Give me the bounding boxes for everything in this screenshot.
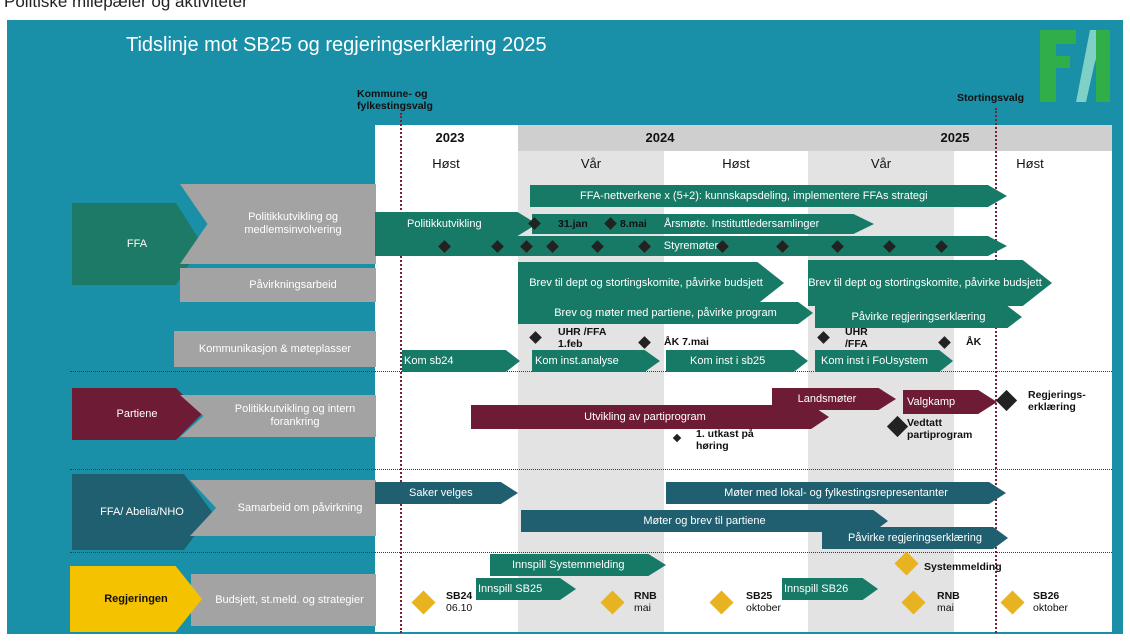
arrow-moter-partiene: Møter og brev til partiene: [521, 510, 888, 532]
year-band-2025: [808, 125, 1112, 151]
arrow-brev-budsjett-2024: Brev til dept og stortingskomite, påvirk…: [518, 262, 784, 304]
note-ak: ÅK: [966, 336, 982, 348]
row-sublabel-samarbeid: Samarbeid om påvirkning: [190, 480, 376, 536]
season-host-2025: Høst: [1016, 156, 1044, 171]
arrow-aarsmote: Årsmøte. Instituttledersamlinger: [532, 214, 874, 234]
arrow-innspill-systemmelding: Innspill Systemmelding: [490, 554, 666, 576]
column-var-2024: [518, 125, 664, 632]
arrow-innspill-sb25: Innspill SB25: [476, 578, 576, 600]
arrow-moter-lokal: Møter med lokal- og fylkestingsrepresent…: [666, 482, 1006, 504]
note-vedtatt: Vedtatt partiprogram: [907, 417, 973, 441]
row-sublabel-pavirkning: Påvirkningsarbeid: [180, 268, 376, 302]
note-uhr-ffa: UHR /FFA: [845, 326, 868, 350]
arrow-saker-velges: Saker velges: [375, 482, 518, 504]
row-label-regjeringen: Regjeringen: [70, 566, 202, 632]
row-sublabel-regjeringen: Budsjett, st.meld. og strategier: [191, 574, 376, 626]
arrow-kom-sb24: Kom sb24: [402, 350, 520, 372]
arrow-styremoter: Styremøter: [375, 236, 1007, 256]
year-2025: 2025: [940, 130, 970, 145]
milestone-kommunevalg: Kommune- og fylkestingsvalg: [357, 88, 433, 112]
row-sublabel-partiene: Politikkutvikling og intern forankring: [180, 395, 376, 437]
season-host-2024: Høst: [722, 156, 750, 171]
note-systemmelding: Systemmelding: [924, 561, 1002, 573]
year-2024: 2024: [645, 130, 675, 145]
season-var-2024: Vår: [580, 156, 602, 171]
arrow-pavirke-regjering-1: Påvirke regjeringserklæring: [815, 306, 1022, 328]
milestone-line-storting: [995, 108, 997, 633]
note-utkast: 1. utkast på høring: [696, 428, 754, 452]
milestone-line-kommune: [400, 113, 402, 633]
arrow-partiprogram: Utvikling av partiprogram: [471, 405, 829, 429]
year-band-2024: [518, 125, 808, 151]
arrow-brev-budsjett-2025: Brev til dept og stortingskomite, påvirk…: [808, 260, 1052, 306]
note-ak-7mai: ÅK 7.mai: [664, 336, 709, 348]
row-separator: [70, 469, 1112, 470]
arrow-landsmoter: Landsmøter: [772, 388, 896, 410]
cut-off-heading: Politiske milepæler og aktiviteter: [0, 0, 1130, 20]
row-sublabel-kommunikasjon: Kommunikasjon & møteplasser: [174, 331, 376, 367]
ffa-logo: [1040, 30, 1110, 102]
note-uhr-ffa-feb: UHR /FFA 1.feb: [558, 326, 607, 350]
arrow-politikkutvikling: Politikkutvikling: [375, 212, 537, 236]
arrow-brev-partiene: Brev og møter med partiene, påvirke prog…: [518, 302, 813, 324]
season-var-2025: Vår: [870, 156, 892, 171]
note-jan31: 31.jan: [558, 218, 588, 230]
arrow-kom-sb25: Kom inst i sb25: [666, 350, 808, 372]
arrow-valgkamp: Valgkamp: [903, 390, 997, 414]
milestone-stortingsvalg: Stortingsvalg: [957, 92, 1025, 104]
row-label-samarbeid: FFA/ Abelia/NHO: [72, 474, 212, 550]
row-label-partiene: Partiene: [72, 388, 202, 440]
row-sublabel-politikkutvikling: Politikkutvikling og medlemsinvolvering: [180, 184, 376, 264]
arrow-pavirke-regjering-2: Påvirke regjeringserklæring: [822, 527, 1008, 549]
arrow-innspill-sb26: Innspill SB26: [782, 578, 878, 600]
row-separator: [70, 552, 1112, 553]
note-regjeringserklaring: Regjerings- erklæring: [1028, 389, 1086, 413]
arrow-kom-inst: Kom inst.analyse: [532, 350, 660, 372]
arrow-kom-fou: Kom inst i FoUsystem: [815, 350, 953, 372]
year-2023: 2023: [435, 130, 465, 145]
page-title: Tidslinje mot SB25 og regjeringserklærin…: [126, 34, 547, 56]
note-mai8: 8.mai: [620, 218, 647, 230]
season-host-2023: Høst: [432, 156, 460, 171]
arrow-ffa-nettverk: FFA-nettverkene x (5+2): kunnskapsdeling…: [530, 185, 1007, 207]
